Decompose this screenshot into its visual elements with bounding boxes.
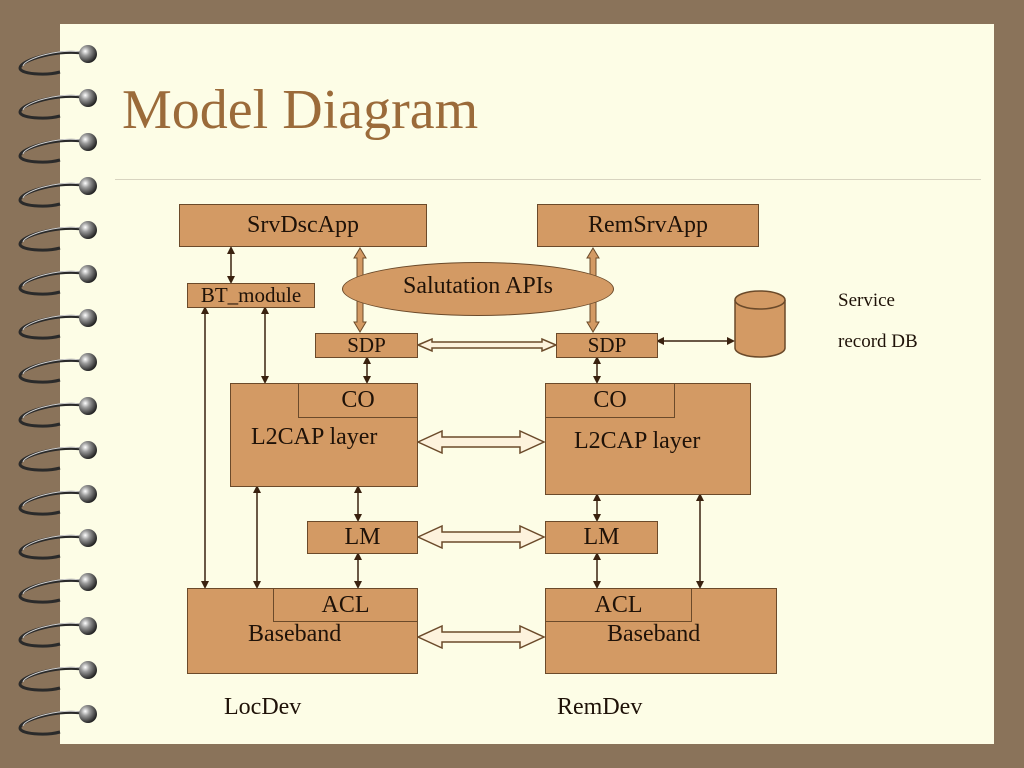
loc-acl-label: ACL [321,591,370,618]
binding-wire [18,50,89,76]
loc-baseband-label: Baseband [248,621,342,647]
binding-wire [18,578,89,604]
binding-wire-highlight [22,226,87,243]
arrow-lm-peer [416,524,546,550]
binding-ring-icon [79,133,97,151]
loc-co-label: CO [341,387,375,413]
rem-l2cap-label: L2CAP layer [574,428,701,454]
binding-ring-icon [79,485,97,503]
salutation-apis-label: Salutation APIs [402,273,553,299]
rem-acl-box: ACL [545,588,692,622]
loc-lm-box: LM [307,521,418,554]
binding-wire [18,270,89,296]
binding-wire [18,622,89,648]
arrow-l2cap-peer [416,429,546,455]
binding-wire-highlight [22,578,87,595]
binding-wire-highlight [22,534,87,551]
binding-ring-icon [79,441,97,459]
binding-wire [18,314,89,340]
rem-sdp-box: SDP [556,333,658,358]
binding-ring-icon [79,177,97,195]
binding-wire [18,490,89,516]
binding-wire-highlight [22,270,87,287]
binding-wire-highlight [22,50,87,67]
binding-wire [18,94,89,120]
binding-wire-highlight [22,182,87,199]
binding-wire [18,666,89,692]
slide-title: Model Diagram [122,79,479,141]
title-divider [115,179,981,180]
loc-sdp-box: SDP [315,333,418,358]
binding-wire [18,446,89,472]
loc-co-box: CO [298,383,418,418]
binding-ring-icon [79,617,97,635]
rem-lm-label: LM [583,524,620,550]
binding-wire-highlight [22,666,87,683]
loc-l2cap-label: L2CAP layer [251,424,378,450]
rem-baseband-label: Baseband [607,621,701,647]
binding-wire [18,182,89,208]
loc-sdp-label: SDP [347,333,386,357]
service-record-db-line2: record DB [838,331,918,352]
srvdscapp-label: SrvDscApp [247,212,359,238]
loc-dev-label: LocDev [224,694,302,720]
arrow-sdp-peer [416,337,558,353]
service-record-db-icon [734,290,786,358]
srvdscapp-box: SrvDscApp [179,204,427,247]
service-record-db-line1: Service [838,290,895,311]
remsrvapp-label: RemSrvApp [588,212,708,238]
rem-co-label: CO [593,387,627,413]
binding-ring-icon [79,353,97,371]
binding-ring-icon [79,309,97,327]
bt-module-label: BT_module [200,283,302,307]
binding-ring-icon [79,529,97,547]
binding-wire [18,534,89,560]
binding-wire [18,710,89,736]
binding-wire-highlight [22,710,87,727]
binding-ring-icon [79,89,97,107]
binding-wire-highlight [22,446,87,463]
binding-ring-icon [79,397,97,415]
salutation-apis-ellipse: Salutation APIs [342,262,614,316]
rem-lm-box: LM [545,521,658,554]
rem-sdp-label: SDP [587,333,627,357]
binding-wire-highlight [22,94,87,111]
binding-wire-highlight [22,622,87,639]
binding-ring-icon [79,265,97,283]
loc-lm-label: LM [344,524,381,550]
arrow-baseband-peer [416,624,546,650]
binding-wire [18,402,89,428]
binding-wire-highlight [22,138,87,155]
binding-wire [18,358,89,384]
binding-ring-icon [79,45,97,63]
binding-wire [18,226,89,252]
binding-wire [18,138,89,164]
binding-wire-highlight [22,358,87,375]
binding-wire-highlight [22,402,87,419]
binding-ring-icon [79,221,97,239]
binding-wire-highlight [22,490,87,507]
remsrvapp-box: RemSrvApp [537,204,759,247]
binding-ring-icon [79,705,97,723]
binding-ring-icon [79,661,97,679]
spiral-binding [18,45,97,736]
binding-wire-highlight [22,314,87,331]
binding-ring-icon [79,573,97,591]
rem-dev-label: RemDev [557,694,643,720]
bt-module-box: BT_module [187,283,315,308]
rem-acl-label: ACL [594,591,643,618]
loc-acl-box: ACL [273,588,418,622]
rem-co-box: CO [545,383,675,418]
